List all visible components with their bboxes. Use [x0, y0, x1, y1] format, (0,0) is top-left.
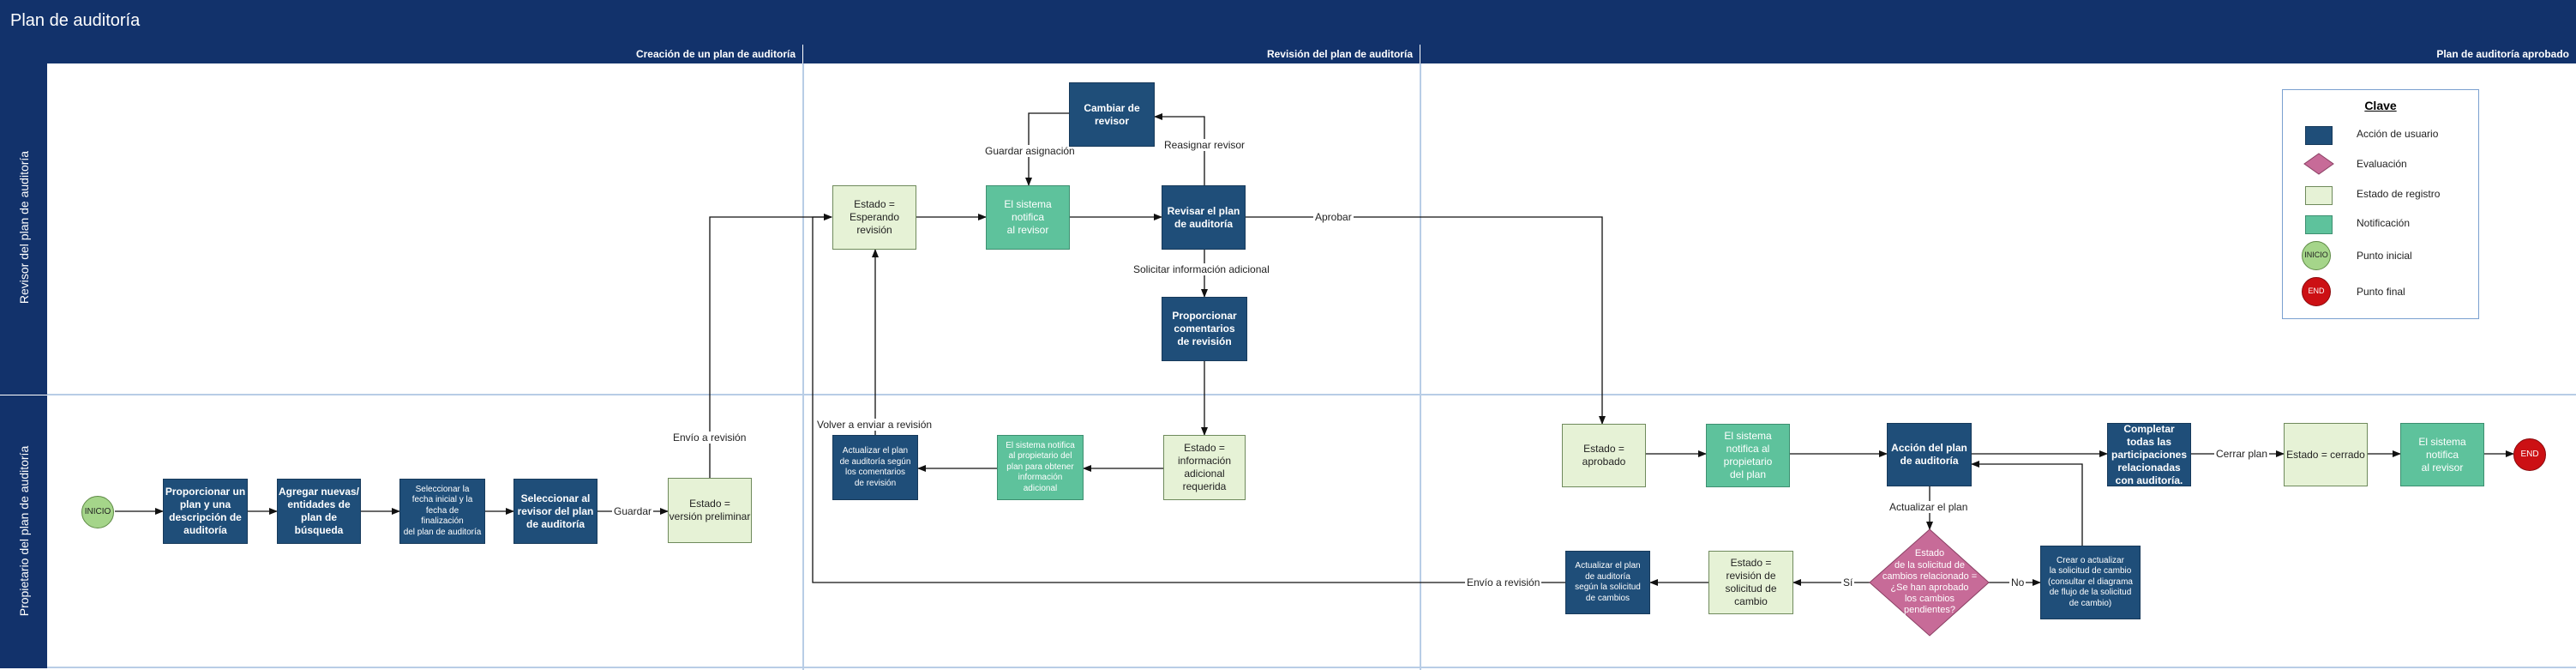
sistema-notifica-propietario-info-node: El sistema notifica al propietario del p…	[997, 435, 1084, 500]
sistema-notifica-propietario-node: El sistema notifica al propietario del p…	[1706, 424, 1790, 487]
legend-title: Clave	[2364, 99, 2397, 112]
revisar-plan-node: Revisar el plan de auditoría	[1162, 185, 1246, 250]
legend-label-notification: Notificación	[2357, 217, 2411, 229]
sistema-notifica-revisor-node: El sistema notifica al revisor	[986, 185, 1070, 250]
inicio-start-point: INICIO	[81, 496, 114, 528]
edge-label-cerrar-plan: Cerrar plan	[2214, 448, 2270, 460]
evaluation-diamond-icon	[2303, 153, 2334, 175]
evaluacion-text: Estado de la solicitud de cambios relaci…	[1882, 548, 1978, 616]
crear-solicitud-node: Crear o actualizar la solicitud de cambi…	[2040, 546, 2141, 619]
legend-label-end: Punto final	[2357, 286, 2405, 298]
estado-esperando-revision-node: Estado = Esperando revisión	[832, 185, 916, 250]
edge-label-reasignar-revisor: Reasignar revisor	[1162, 139, 1247, 151]
phase-header-aprobado: Plan de auditoría aprobado	[1420, 45, 2576, 63]
edge-reasignar	[1154, 113, 1205, 185]
edge-label-volver-enviar: Volver a enviar a revisión	[815, 419, 934, 431]
actualizar-plan-solicitud-node: Actualizar el plan de auditoría según la…	[1565, 551, 1650, 614]
edge-crear-accion	[1971, 461, 2083, 546]
start-circle-icon: INICIO	[2302, 241, 2331, 270]
legend-label-action: Acción de usuario	[2357, 128, 2439, 140]
sistema-notifica-revisor-final-node: El sistema notifica al revisor	[2400, 423, 2484, 486]
edge-envio-revision	[709, 214, 832, 478]
edge-label-guardar: Guardar	[612, 505, 654, 517]
edge-label-guardar-asignacion: Guardar asignación	[983, 145, 1077, 157]
estado-info-adicional-node: Estado = información adicional requerida	[1163, 435, 1246, 500]
edge-label-actualizar-plan: Actualizar el plan	[1888, 501, 1970, 513]
legend-label-state: Estado de registro	[2357, 188, 2441, 200]
lane-header-revisor: Revisor del plan de auditoría	[0, 63, 47, 395]
notification-square-icon	[2305, 215, 2333, 234]
phase-header-creacion: Creación de un plan de auditoría	[0, 45, 803, 63]
phase-header-revision: Revisión del plan de auditoría	[803, 45, 1420, 63]
end-circle-icon: END	[2302, 277, 2331, 306]
seleccionar-fecha-node: Seleccionar la fecha inicial y la fecha …	[399, 479, 485, 544]
title-bar: Plan de auditoría	[0, 0, 2576, 45]
completar-participaciones-node: Completar todas las participaciones rela…	[2107, 423, 2191, 486]
diagram-title: Plan de auditoría	[10, 11, 141, 30]
estado-aprobado-node: Estado = aprobado	[1562, 424, 1646, 487]
estado-version-preliminar-node: Estado = versión preliminar	[668, 478, 752, 543]
proporcionar-plan-node: Proporcionar un plan y una descripción d…	[163, 479, 248, 544]
edge-label-envio-revision-1: Envío a revisión	[671, 432, 748, 444]
legend: Clave Acción de usuario Evaluación Estad…	[2282, 89, 2479, 319]
action-square-icon	[2305, 126, 2333, 145]
proporcionar-comentarios-node: Proporcionar comentarios de revisión	[1162, 297, 1247, 361]
legend-item-action: Acción de usuario	[2283, 121, 2478, 147]
legend-item-state: Estado de registro	[2283, 181, 2478, 207]
accion-plan-node: Acción del plan de auditoría	[1887, 423, 1972, 486]
legend-item-end: END Punto final	[2283, 277, 2478, 306]
edge-label-si: Sí	[1841, 576, 1855, 589]
lane-dividers	[47, 63, 2576, 670]
estado-cerrado-node: Estado = cerrado	[2284, 423, 2368, 486]
edge-envio-revision-2	[812, 214, 1565, 583]
lane-header-propietario: Propietario del plan de auditoría	[0, 395, 47, 668]
edge-label-no: No	[2009, 576, 2027, 589]
end-point: END	[2513, 438, 2546, 471]
legend-item-evaluation: Evaluación	[2283, 151, 2478, 177]
state-square-icon	[2305, 186, 2333, 205]
cambiar-revisor-node: Cambiar de revisor	[1069, 82, 1155, 147]
seleccionar-revisor-node: Seleccionar al revisor del plan de audit…	[513, 479, 597, 544]
edge-label-envio-revision-2: Envío a revisión	[1465, 576, 1542, 589]
estado-revision-solicitud-node: Estado = revisión de solicitud de cambio	[1708, 551, 1793, 614]
legend-label-evaluation: Evaluación	[2357, 158, 2407, 170]
agregar-entidades-node: Agregar nuevas/ entidades de plan de bús…	[277, 479, 361, 544]
actualizar-plan-comentarios-node: Actualizar el plan de auditoría según lo…	[832, 435, 918, 500]
evaluation-diamond	[1869, 528, 1990, 637]
edge-guardar-asignacion	[1025, 112, 1069, 186]
legend-item-notification: Notificación	[2283, 210, 2478, 236]
legend-item-start: INICIO Punto inicial	[2283, 241, 2478, 270]
legend-label-start: Punto inicial	[2357, 250, 2412, 262]
edge-label-solicitar-info: Solicitar información adicional	[1132, 263, 1271, 275]
edge-aprobar	[1246, 216, 1606, 425]
edge-label-aprobar: Aprobar	[1313, 211, 1354, 223]
